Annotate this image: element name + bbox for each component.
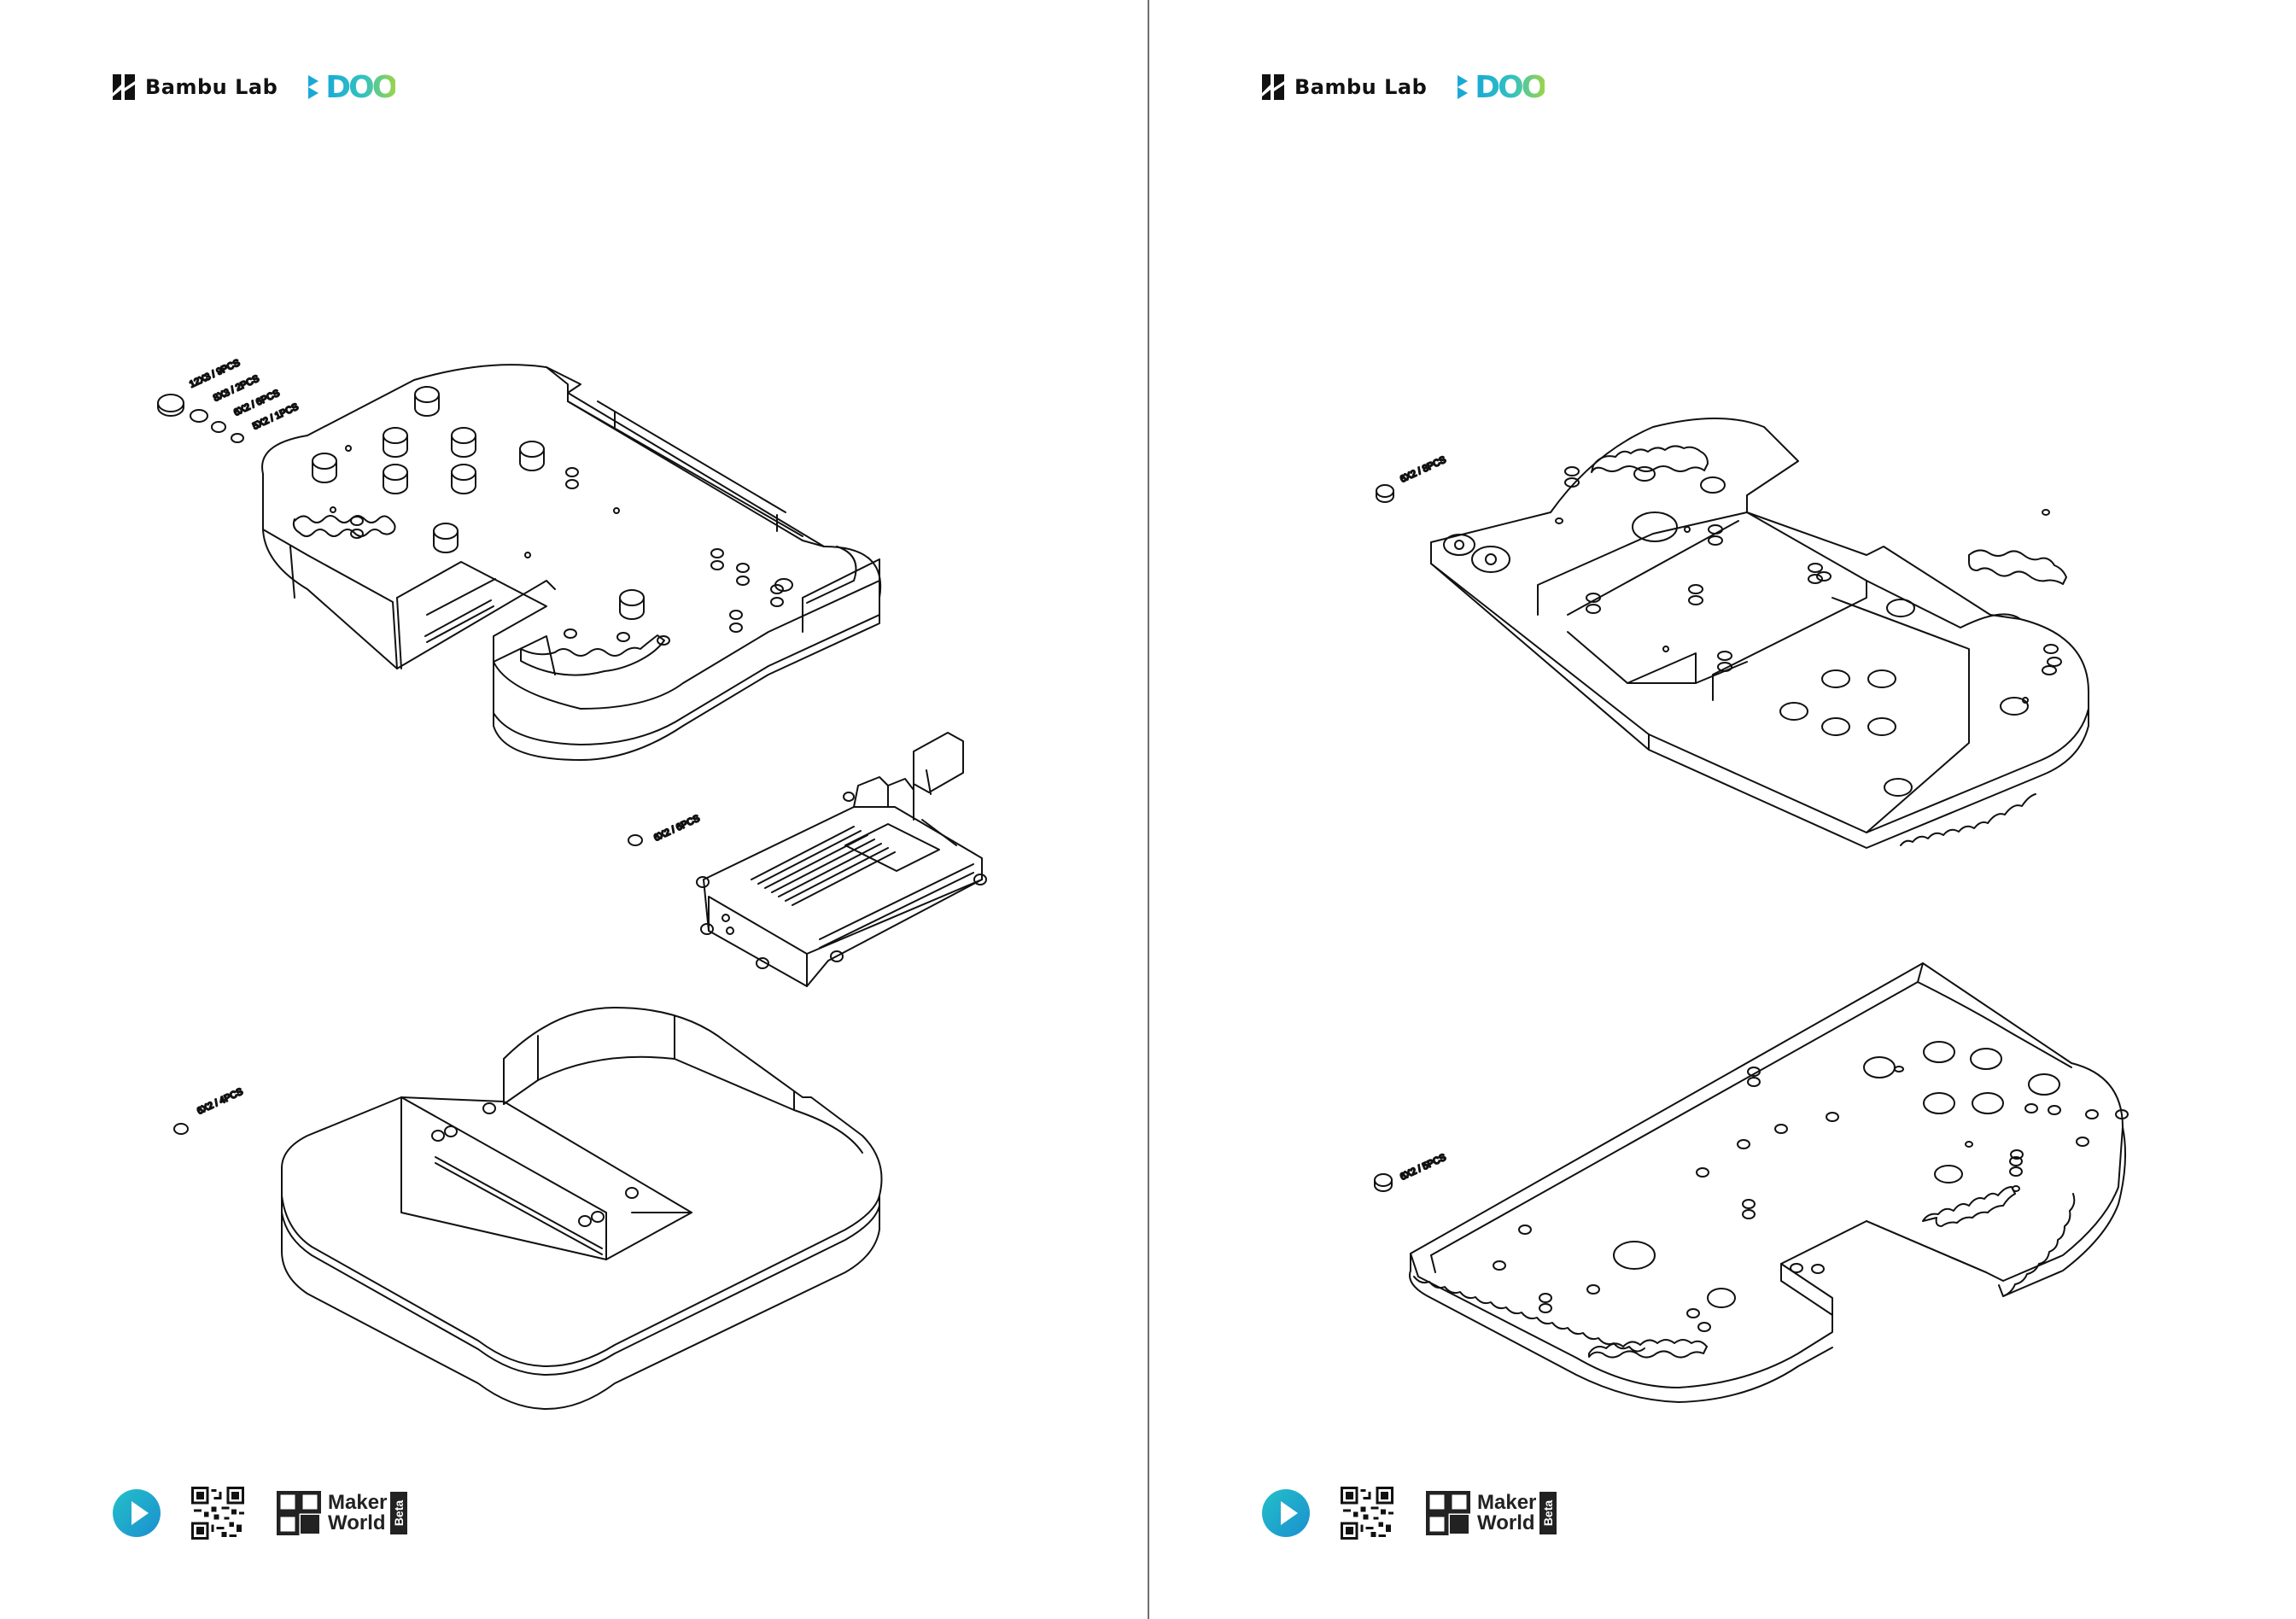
makerworld-logo-icon [277,1491,321,1535]
right-assembly-drawing: 6X2 / 8PCS [1374,418,2129,1403]
bottom-plate [1409,962,2129,1403]
screw-label: 6X2 / 8PCS [1399,455,1447,485]
header: Bambu Lab DOO [111,68,398,106]
makerworld-logo-icon [1426,1491,1470,1535]
screw-label: 6X2 / 4PCS [196,1087,244,1117]
play-icon [1262,1489,1310,1537]
partner-name: DOO [1475,69,1547,105]
screw [173,1123,189,1135]
screw-label: 6X2 / 5PCS [1399,1153,1447,1183]
play-icon [113,1489,161,1537]
doo-logo-icon [1458,75,1469,99]
maker-word: Maker [1477,1491,1537,1514]
screw [1376,484,1394,503]
makerworld-logo: Maker World Beta [277,1491,408,1535]
bambu-logo: Bambu Lab [1260,73,1427,102]
beta-badge: Beta [390,1492,408,1534]
top-tray [261,364,882,761]
screw-group-top [157,394,244,443]
world-word: World [328,1511,386,1534]
bambu-logo: Bambu Lab [111,73,278,102]
slide-module [696,732,987,987]
bambu-logo-icon [1262,74,1284,100]
header: Bambu Lab DOO [1260,68,1547,106]
screw [628,834,643,846]
screw-label: 6X2 / 6PCS [652,814,701,844]
bambu-logo-icon [113,74,135,100]
left-page: Bambu Lab DOO 12X3 / 9PCS 8X3 / 2PCS 6X2… [111,68,987,1540]
doo-logo: DOO [1456,69,1547,105]
left-assembly-drawing: 12X3 / 9PCS 8X3 / 2PCS 6X2 / 6PCS 5X2 / … [157,357,987,1410]
doo-logo-icon [308,75,319,99]
bottom-box [281,1007,883,1410]
makerworld-logo: Maker World Beta [1426,1491,1557,1535]
maker-word: Maker [328,1491,388,1514]
footer: Maker World Beta [111,1486,408,1540]
page-divider [1148,0,1149,1619]
world-word: World [1477,1511,1535,1534]
qr-code [1341,1487,1393,1540]
top-plate [1430,418,2089,849]
doo-logo: DOO [307,69,398,105]
qr-code [191,1487,244,1540]
screw [1374,1173,1393,1192]
footer: Maker World Beta [1260,1486,1557,1540]
beta-badge: Beta [1539,1492,1557,1534]
partner-name: DOO [325,69,398,105]
right-page: Bambu Lab DOO 6X2 / 8PCS [1149,0,2296,1619]
brand-name: Bambu Lab [145,75,278,99]
brand-name: Bambu Lab [1294,75,1428,99]
